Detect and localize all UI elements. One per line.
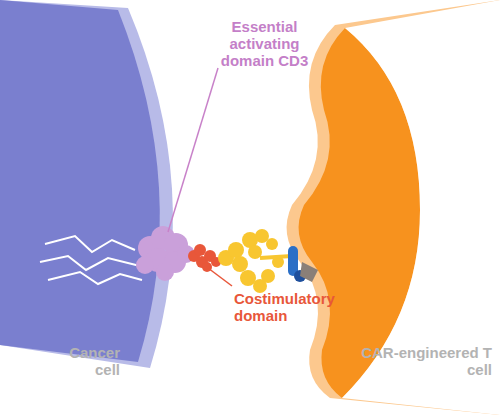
car-linker — [260, 256, 292, 258]
cancer-cell-rim — [0, 0, 173, 368]
domain-label: Essential activating domain CD3 — [212, 18, 317, 69]
t-cell-rim — [287, 0, 500, 415]
leader-line — [208, 268, 232, 286]
t-cell-clip — [342, 0, 500, 415]
leader-line — [168, 68, 218, 232]
receptor-part — [300, 262, 318, 282]
costimulatory-beads — [188, 244, 221, 272]
cancer-cell-body — [0, 0, 160, 362]
domain-label: Costimulatory domain — [234, 290, 324, 324]
cell-label: CAR-engineered T cell — [352, 344, 492, 378]
signal-lines — [40, 236, 142, 284]
cell-label: Cancer cell — [40, 344, 120, 378]
cd3-domain — [136, 226, 195, 281]
